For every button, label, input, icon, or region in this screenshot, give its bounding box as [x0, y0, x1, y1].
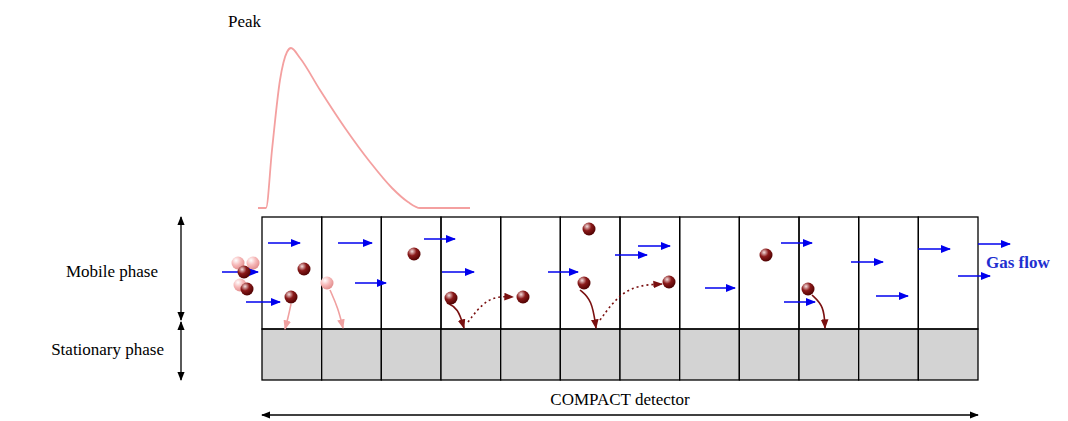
- phase-label: Stationary phase: [51, 341, 164, 360]
- flow-arrow: [958, 275, 990, 277]
- stationary-cell: [799, 329, 859, 380]
- molecule: [663, 276, 676, 289]
- molecule: [578, 277, 591, 290]
- flow-arrow: [978, 243, 1010, 245]
- stationary-cell: [322, 329, 382, 380]
- flow-arrow: [705, 287, 735, 289]
- molecule: [802, 283, 815, 296]
- phase-label: Mobile phase: [66, 263, 158, 282]
- detector-label: COMPACT detector: [550, 391, 689, 410]
- mobile-cell: [680, 217, 740, 329]
- exchange-arrow: [600, 284, 662, 320]
- flow-arrow: [615, 254, 647, 256]
- exchange-arrow: [447, 303, 464, 328]
- mobile-cell: [859, 217, 919, 329]
- molecule: [298, 263, 311, 276]
- molecule: [760, 249, 773, 262]
- flow-arrow: [268, 242, 300, 244]
- stationary-cell: [739, 329, 799, 380]
- mobile-cell: [381, 217, 441, 329]
- stationary-cell: [859, 329, 919, 380]
- stationary-cell: [620, 329, 680, 380]
- flow-arrow: [246, 301, 280, 303]
- mobile-cell: [918, 217, 978, 329]
- dimension-arrow: [180, 322, 181, 380]
- exchange-arrow: [285, 304, 291, 329]
- flow-arrow: [918, 248, 950, 250]
- molecule: [583, 223, 596, 236]
- exchange-arrow: [468, 297, 513, 322]
- peak-curve: [258, 48, 470, 208]
- mobile-cell: [441, 217, 501, 329]
- exchange-arrow: [580, 290, 596, 328]
- stationary-cell: [560, 329, 620, 380]
- flow-arrow: [876, 295, 908, 297]
- flow-arrow: [338, 242, 372, 244]
- stationary-cell: [501, 329, 561, 380]
- stationary-cell: [680, 329, 740, 380]
- flow-arrow: [784, 301, 815, 303]
- molecule: [321, 277, 334, 290]
- molecule: [408, 248, 421, 261]
- mobile-cell: [560, 217, 620, 329]
- mobile-cell: [501, 217, 561, 329]
- flow-arrow: [781, 242, 812, 244]
- mobile-cell: [799, 217, 859, 329]
- stationary-cell: [262, 329, 322, 380]
- molecule: [285, 291, 298, 304]
- flow-label: Gas flow: [986, 254, 1050, 273]
- peak-label: Peak: [228, 13, 261, 32]
- mobile-cell: [620, 217, 680, 329]
- dimension-arrow: [262, 414, 978, 415]
- exchange-arrow: [330, 290, 343, 328]
- flow-arrow: [548, 271, 578, 273]
- flow-arrow: [851, 261, 883, 263]
- exchange-arrow: [812, 295, 825, 328]
- flow-arrow: [442, 271, 474, 273]
- mobile-cell: [322, 217, 382, 329]
- flow-arrow: [638, 245, 670, 247]
- flow-arrow: [355, 282, 386, 284]
- molecule: [238, 266, 251, 279]
- stationary-cell: [381, 329, 441, 380]
- stationary-cell: [441, 329, 501, 380]
- molecule: [517, 291, 530, 304]
- mobile-cell: [262, 217, 322, 329]
- stationary-cell: [918, 329, 978, 380]
- dimension-arrow: [180, 217, 181, 320]
- flow-arrow: [424, 238, 455, 240]
- molecule: [445, 292, 458, 305]
- mobile-cell: [739, 217, 799, 329]
- molecule: [241, 283, 254, 296]
